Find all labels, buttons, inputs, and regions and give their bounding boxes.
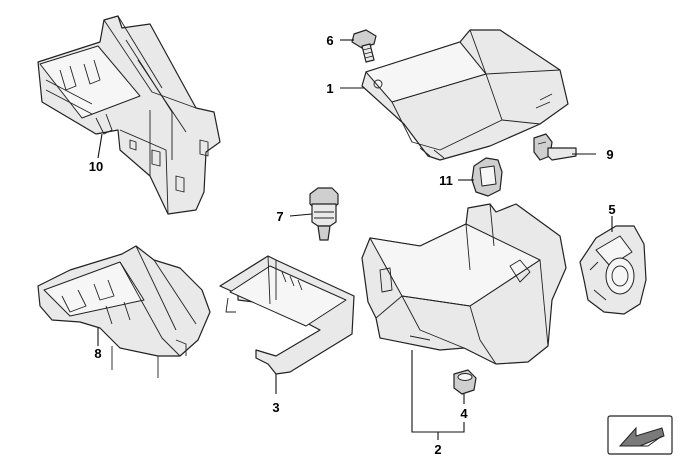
part-2-housing <box>361 203 567 365</box>
callout-label-4: 4 <box>460 406 468 421</box>
part-11-grommet <box>471 157 503 197</box>
callout-label-6: 6 <box>326 33 333 48</box>
callout-label-9: 9 <box>606 147 613 162</box>
part-6-screw <box>351 29 377 63</box>
leader-10 <box>97 133 103 159</box>
callout-label-11: 11 <box>439 173 453 188</box>
callout-label-3: 3 <box>272 400 279 415</box>
callout-label-5: 5 <box>608 202 615 217</box>
leader-7 <box>289 213 313 217</box>
part-9-clip <box>533 133 577 161</box>
callout-label-1: 1 <box>326 81 333 96</box>
next-page-arrow-icon[interactable] <box>607 415 673 455</box>
callout-label-10: 10 <box>89 159 103 174</box>
callout-label-2: 2 <box>434 442 441 457</box>
part-8-fuse-holder <box>37 245 211 378</box>
leader-2 <box>411 350 465 433</box>
part-4-grommet <box>453 369 477 395</box>
part-1-cover <box>361 29 569 161</box>
part-5-plate <box>579 225 647 315</box>
part-3-bracket <box>219 255 355 375</box>
part-7-sensor <box>309 187 339 241</box>
part-10-fuse-carrier <box>37 15 221 215</box>
callout-label-7: 7 <box>276 209 283 224</box>
callout-label-8: 8 <box>94 346 101 361</box>
